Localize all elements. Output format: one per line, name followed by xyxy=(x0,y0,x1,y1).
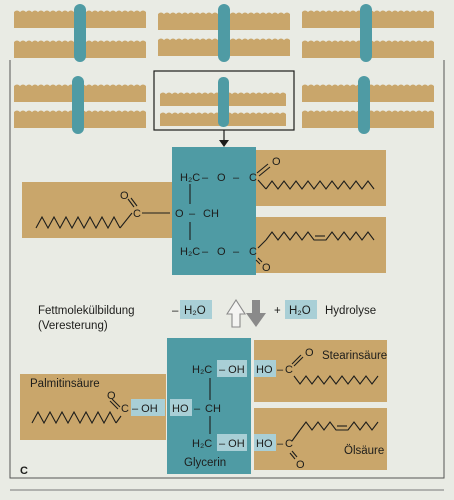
fatty-acid-chain-bottom xyxy=(265,231,375,241)
stearic-carbon: C xyxy=(285,364,293,376)
oleic-carbon: C xyxy=(285,438,293,450)
ester-top-carbon: C xyxy=(249,172,257,184)
fat-molecule-icon xyxy=(158,4,290,62)
stearic-ho: HO xyxy=(256,364,273,376)
bond-dash: – xyxy=(277,438,284,450)
glycerol-top-ch2: H₂C xyxy=(192,364,212,376)
hydrolysis-label: Hydrolyse xyxy=(325,305,376,317)
bond-dash: – xyxy=(202,246,209,258)
bond-dash: – xyxy=(194,403,201,415)
oleic-acid-block xyxy=(254,408,387,470)
fat-molecule-icon xyxy=(302,4,434,62)
ester-bottom-carbon: C xyxy=(249,246,257,258)
water-right: H₂O xyxy=(289,305,311,317)
carbonyl-oxygen-left: O xyxy=(120,190,129,202)
fatty-acid-chain-stearic xyxy=(293,375,379,385)
glycerol-ch: CH xyxy=(205,403,221,415)
palmitic-carboxyl: C – OH xyxy=(121,403,158,415)
panel-frame xyxy=(9,60,445,479)
ester-bottom-ch2: H₂C xyxy=(180,246,200,258)
glycerol-oh-bottom-highlight xyxy=(217,434,247,451)
down-arrow-icon xyxy=(246,300,266,327)
oleic-ho-highlight xyxy=(254,434,276,451)
fat-molecule-icon xyxy=(302,76,434,134)
fatty-acid-chain-oleic xyxy=(299,421,379,431)
fatty-acid-chain-left xyxy=(35,215,121,230)
stearic-ho-highlight xyxy=(254,360,276,377)
fat-molecule-icon-selected xyxy=(160,77,286,127)
palmitic-oh-highlight xyxy=(131,399,165,416)
glycerol-oh-bottom: – OH xyxy=(219,438,245,450)
stearic-carbonyl-oxygen: O xyxy=(305,347,314,359)
bond-dash: – xyxy=(233,172,240,184)
water-box-left xyxy=(180,300,212,319)
ester-bottom-oxygen: O xyxy=(217,246,226,258)
glycerin-label: Glycerin xyxy=(184,457,226,469)
carbon-left: C xyxy=(133,208,141,220)
glycerol-ho-mid-highlight xyxy=(170,399,192,416)
fatty-acid-bottom-block xyxy=(256,217,386,273)
fatty-acid-chain-palmitic xyxy=(31,410,117,425)
fat-molecule-icon xyxy=(14,76,146,134)
fat-molecule-overview xyxy=(14,4,434,147)
hydrolysed-structure: Palmitinsäure O C – OH HO – CH H₂C – OH … xyxy=(20,338,387,474)
ester-mid-oxygen: O xyxy=(175,208,184,220)
glycerol-oh-top: – OH xyxy=(219,364,245,376)
palmitic-carbonyl-oxygen: O xyxy=(107,390,116,402)
ester-top-ch2: H₂C xyxy=(180,172,200,184)
up-arrow-icon xyxy=(225,298,247,328)
plus-sign: + xyxy=(274,305,281,317)
bond-dash: – xyxy=(189,208,196,220)
panel-letter: C xyxy=(20,465,28,477)
formation-label: Fettmolekülbildung xyxy=(38,305,135,317)
reaction-row: Fettmolekülbildung (Veresterung) – H₂O +… xyxy=(38,298,376,332)
glycerol-oh-top-highlight xyxy=(217,360,247,377)
fatty-acid-chain-top xyxy=(265,180,375,190)
glycerol-bottom-ch2: H₂C xyxy=(192,438,212,450)
bond-dash: – xyxy=(202,172,209,184)
zoom-arrowhead xyxy=(219,140,229,147)
stearic-acid-label: Stearinsäure xyxy=(322,350,387,362)
water-box-right xyxy=(285,300,317,319)
water-left: H₂O xyxy=(184,305,206,317)
ester-top-carbonyl-oxygen: O xyxy=(272,156,281,168)
bond-dash: – xyxy=(277,364,284,376)
glycerol-ho-mid: HO xyxy=(172,403,189,415)
minus-sign: – xyxy=(172,305,179,317)
bond-dash: – xyxy=(233,246,240,258)
oleic-carbonyl-oxygen: O xyxy=(296,459,305,471)
ester-bottom-carbonyl-oxygen: O xyxy=(262,262,271,274)
glycerol-block xyxy=(172,147,256,275)
formation-sublabel: (Veresterung) xyxy=(38,320,108,332)
palmitic-acid-label: Palmitinsäure xyxy=(30,378,100,390)
oleic-acid-label: Ölsäure xyxy=(344,445,384,457)
ester-top-oxygen: O xyxy=(217,172,226,184)
ester-mid-ch: CH xyxy=(203,208,219,220)
ester-structure: O C H₂C – O – C O O – CH H₂C – O – C O xyxy=(22,147,386,275)
fatty-acid-left-block xyxy=(22,182,174,238)
fat-molecule-icon xyxy=(14,4,146,62)
fatty-acid-top-block xyxy=(256,150,386,206)
stearic-acid-block xyxy=(254,340,387,402)
oleic-ho: HO xyxy=(256,438,273,450)
